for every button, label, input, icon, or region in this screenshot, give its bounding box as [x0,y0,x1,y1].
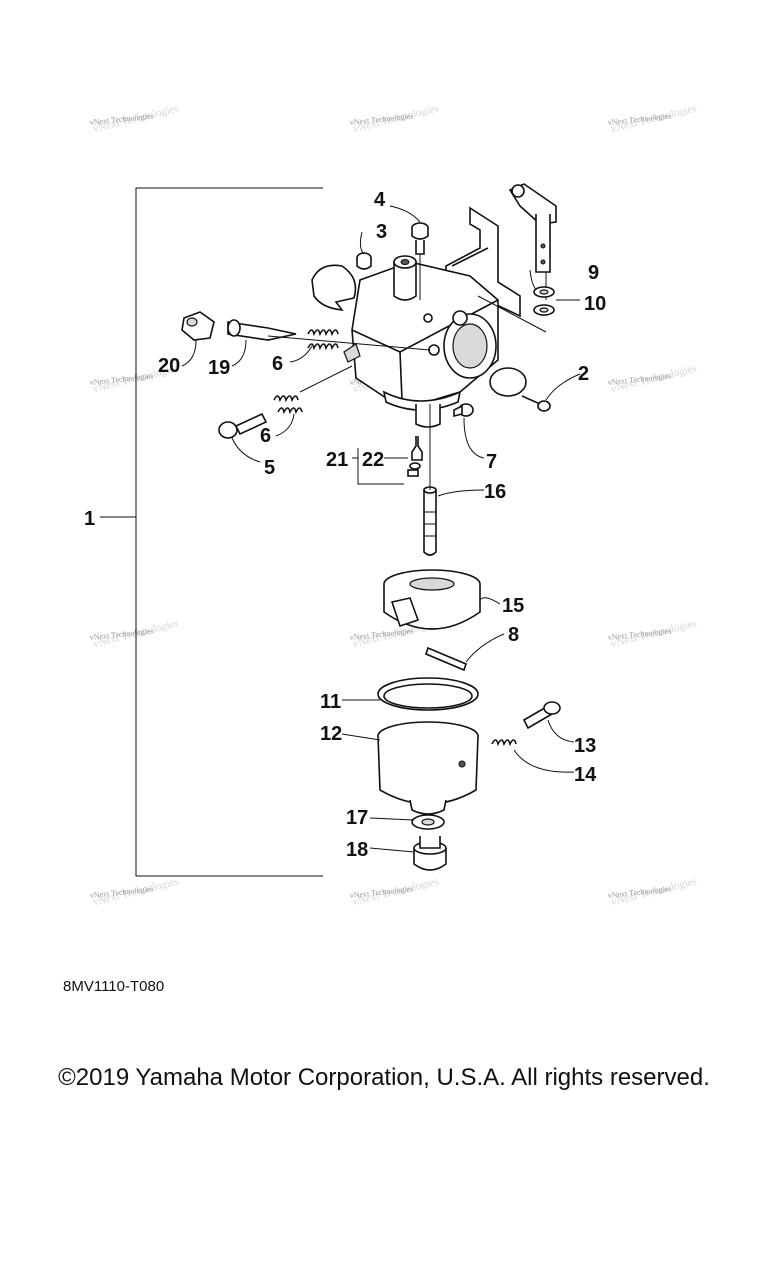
callout-21: 21 [326,449,348,471]
screw-4 [411,222,429,255]
screw-2 [521,395,551,412]
callout-11: 11 [320,691,341,713]
spring-6-upper [307,329,339,351]
float-pin [425,646,467,672]
callout-9: 9 [588,262,599,284]
washer [411,814,445,830]
callout-20: 20 [158,355,180,377]
screw-7 [453,403,474,418]
bowl-bolt [413,836,447,871]
washer-10 [533,304,555,316]
callout-12: 12 [320,723,342,745]
callout-8: 8 [508,624,519,646]
callout-7: 7 [486,451,497,473]
callout-18: 18 [346,839,368,861]
callout-16: 16 [484,481,506,503]
float-bowl [377,721,479,815]
callout-19: 19 [208,357,230,379]
carburetor-body [343,206,521,428]
pilot-screw [227,319,297,341]
copyright-notice: ©2019 Yamaha Motor Corporation, U.S.A. A… [58,1064,710,1091]
drain-screw [522,701,561,730]
callout-10: 10 [584,293,606,315]
throttle-lever [508,183,557,273]
callout-6-lower: 6 [260,425,271,447]
diagram-code: 8MV1110-T080 [63,978,165,995]
callout-5: 5 [264,457,275,479]
pilot-screw-cap [181,311,215,341]
screw-3 [356,252,372,270]
callout-13: 13 [574,735,596,757]
float [383,569,481,630]
washer-9 [533,286,555,298]
callout-17: 17 [346,807,368,829]
callout-15: 15 [502,595,524,617]
drain-spring [491,739,517,747]
screw-5 [218,412,268,439]
callout-6-upper: 6 [272,353,283,375]
spring-6-lower [273,395,303,415]
callout-4: 4 [374,189,386,211]
main-jet [423,486,437,556]
callout-22: 22 [362,449,384,471]
callout-1: 1 [84,508,95,530]
needle-valve [407,436,423,477]
callout-14: 14 [574,764,597,786]
bowl-gasket [377,677,479,711]
callout-2: 2 [578,363,589,385]
callout-3: 3 [376,221,387,243]
choke-plate [311,264,357,311]
assembly-bracket [100,187,323,877]
throttle-plate [489,367,527,397]
callouts: 1 2 3 4 5 6 6 7 8 9 10 11 12 13 14 15 16… [84,189,606,861]
